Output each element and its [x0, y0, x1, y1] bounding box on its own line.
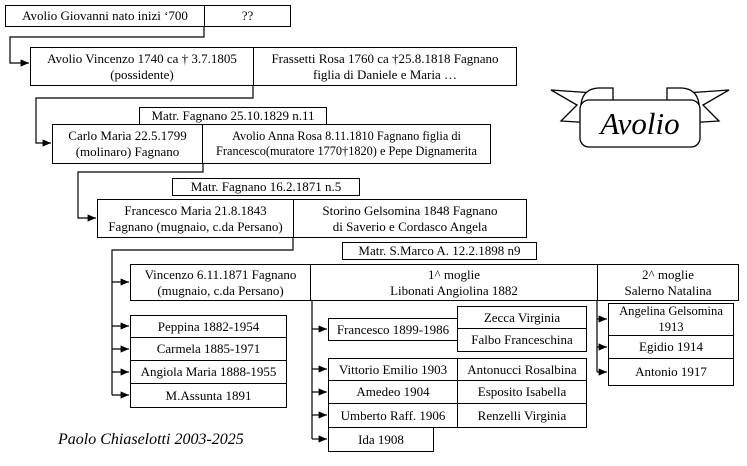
person-line: Francesco Maria 21.8.1843	[124, 202, 267, 218]
person-box-first-wife: 1^ moglie Libonati Angiolina 1882	[310, 264, 598, 301]
person-line: Salerno Natalina	[624, 282, 712, 298]
person-line: 1913	[658, 319, 684, 334]
person-line: Francesco(muratore 1770†1820) e Pepe Dig…	[216, 144, 477, 158]
marriage-box-1898: Matr. S.Marco A. 12.2.1898 n9	[342, 242, 537, 260]
person-line: Angelina Gelsomina	[619, 304, 723, 319]
person-box-unknown-spouse: ??	[204, 5, 291, 27]
person-line: (molinaro) Fagnano	[75, 144, 180, 159]
person-box-frassetti-rosa: Frassetti Rosa 1760 ca †25.8.1818 Fagnan…	[253, 47, 517, 86]
person-line: Vincenzo 6.11.1871 Fagnano	[144, 266, 297, 282]
person-box-zecca-virginia: Zecca Virginia	[457, 306, 587, 329]
ribbon-body	[579, 99, 701, 148]
person-line: (possidente)	[110, 66, 174, 82]
person-box-second-wife: 2^ moglie Salerno Natalina	[597, 264, 739, 301]
ribbon-left-fold	[580, 87, 614, 105]
person-box-angiola-maria: Angiola Maria 1888-1955	[130, 360, 287, 384]
person-box-egidio: Egidio 1914	[608, 335, 734, 359]
person-box-carmela: Carmela 1885-1971	[130, 337, 287, 361]
person-line: Fagnano (mugnaio, c.da Persano)	[108, 218, 283, 234]
person-box-carlo-maria: Carlo Maria 22.5.1799 (molinaro) Fagnano	[52, 124, 203, 164]
person-box-storino-gelsomina: Storino Gelsomina 1848 Fagnano di Saveri…	[293, 199, 527, 238]
person-box-ida: Ida 1908	[328, 427, 434, 452]
person-line: Carlo Maria 22.5.1799	[68, 128, 187, 144]
marriage-box-1829: Matr. Fagnano 25.10.1829 n.11	[139, 107, 327, 125]
person-box-renzelli-virginia: Renzelli Virginia	[457, 403, 587, 428]
ribbon-right-tail	[685, 89, 730, 124]
person-box-antonio: Antonio 1917	[608, 358, 734, 386]
ribbon-left-tail	[550, 89, 595, 124]
person-box-giovanni: Avolio Giovanni nato inizi ‘700	[5, 5, 205, 27]
marriage-box-1871: Matr. Fagnano 16.2.1871 n.5	[172, 178, 360, 196]
banner-ribbon: Avolio	[550, 87, 730, 148]
person-line: Avolio Anna Rosa 8.11.1810 Fagnano figli…	[232, 129, 461, 143]
person-box-francesco-maria: Francesco Maria 21.8.1843 Fagnano (mugna…	[97, 199, 294, 238]
family-name-title: Avolio	[598, 106, 679, 141]
person-line: figlia di Daniele e Maria …	[312, 66, 458, 82]
person-box-amedeo: Amedeo 1904	[328, 380, 458, 404]
person-line: Libonati Angiolina 1882	[390, 282, 518, 298]
person-line: (mugnaio, c.da Persano)	[157, 282, 284, 298]
person-line: Storino Gelsomina 1848 Fagnano	[322, 202, 498, 218]
ribbon-right-fold	[666, 87, 700, 105]
person-line: Frassetti Rosa 1760 ca †25.8.1818 Fagnan…	[271, 50, 499, 66]
person-box-umberto-raff: Umberto Raff. 1906	[328, 403, 458, 428]
person-box-angelina-gelsomina: Angelina Gelsomina 1913	[608, 303, 734, 336]
person-box-anna-rosa: Avolio Anna Rosa 8.11.1810 Fagnano figli…	[202, 124, 491, 164]
person-line: Avolio Vincenzo 1740 ca † 3.7.1805	[47, 50, 237, 66]
person-line: 1^ moglie	[428, 266, 480, 282]
person-box-vincenzo-1740: Avolio Vincenzo 1740 ca † 3.7.1805 (poss…	[30, 47, 254, 86]
person-box-antonucci-rosalbina: Antonucci Rosalbina	[457, 358, 587, 381]
person-box-falbo-franceschina: Falbo Franceschina	[457, 328, 587, 352]
author-credit: Paolo Chiaselotti 2003-2025	[58, 431, 244, 448]
person-box-massunta: M.Assunta 1891	[130, 383, 287, 408]
person-box-peppina: Peppina 1882-1954	[130, 315, 287, 338]
person-line: 2^ moglie	[642, 266, 694, 282]
person-box-vittorio-emilio: Vittorio Emilio 1903	[328, 358, 458, 381]
person-box-vincenzo-1871: Vincenzo 6.11.1871 Fagnano (mugnaio, c.d…	[130, 264, 311, 301]
person-box-francesco-1899: Francesco 1899-1986	[328, 318, 458, 341]
person-box-esposito-isabella: Esposito Isabella	[457, 380, 587, 404]
person-line: di Saverio e Cordasco Angela	[332, 218, 488, 234]
